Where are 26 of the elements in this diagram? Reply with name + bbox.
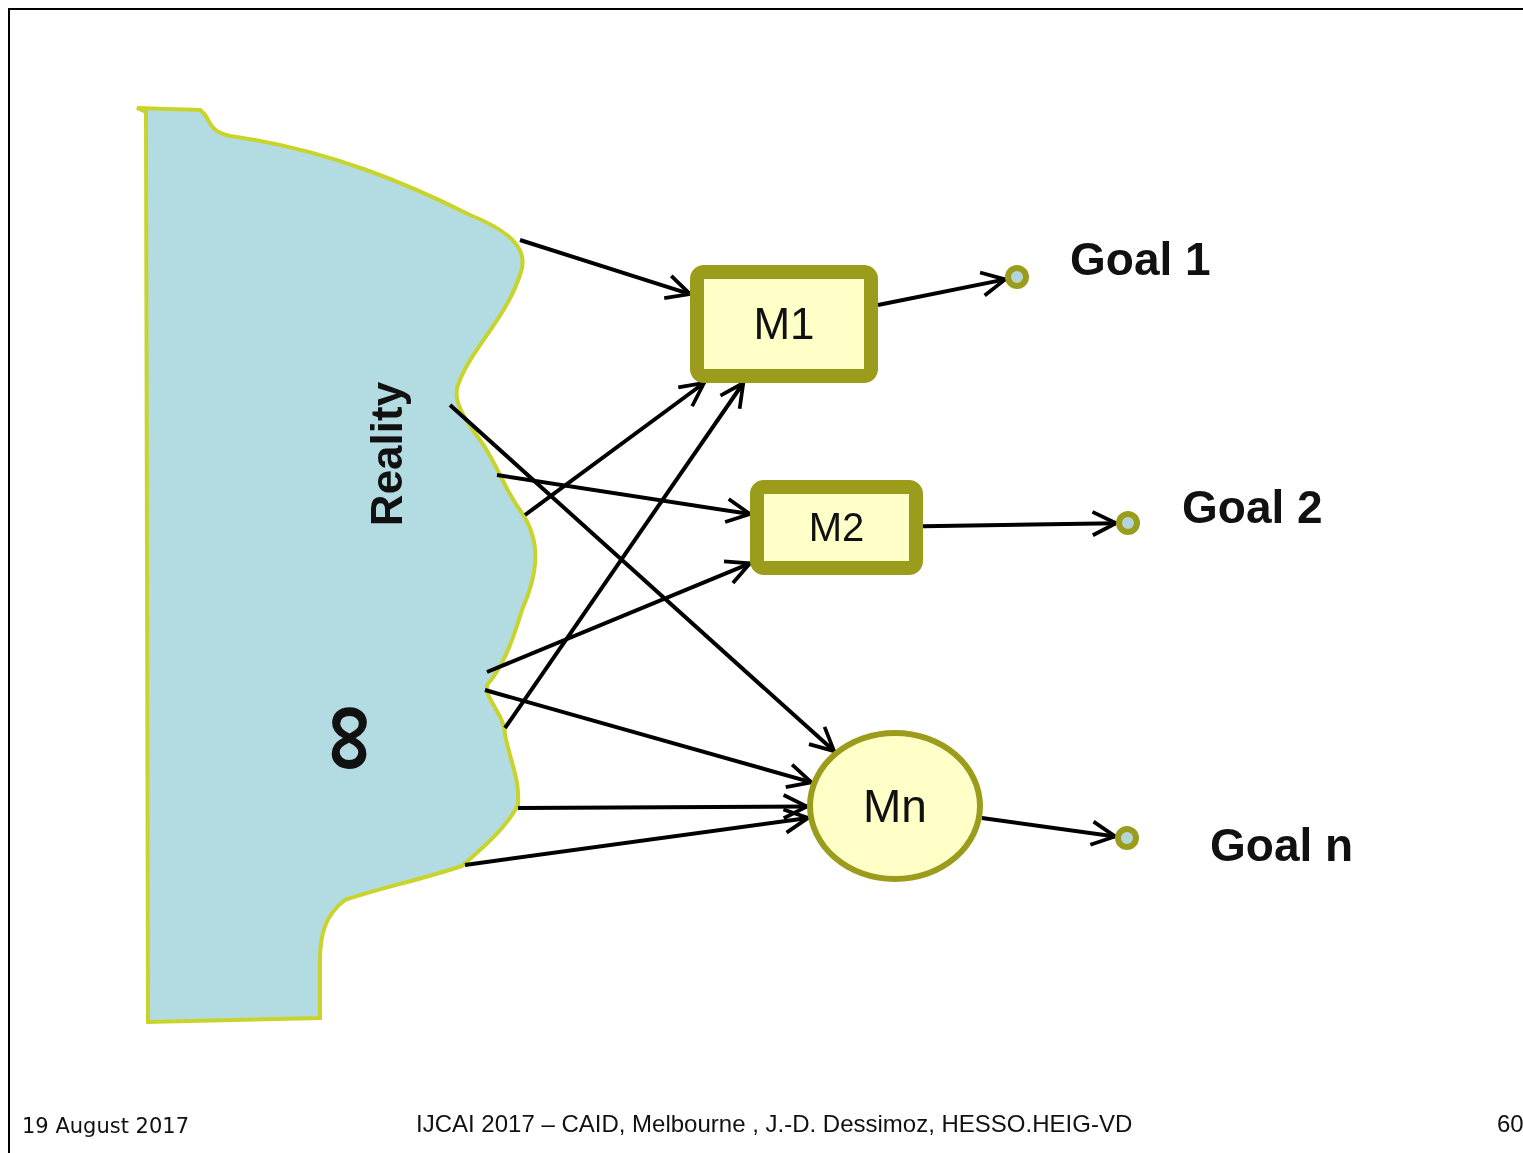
arrow <box>981 816 1117 847</box>
goal-dot <box>1115 826 1139 850</box>
arrow <box>464 807 810 867</box>
reality-label: Reality <box>365 381 410 527</box>
arrow <box>922 510 1118 538</box>
model-box: M1 <box>690 265 878 383</box>
arrow <box>503 381 746 730</box>
model-ellipse: Mn <box>807 730 983 882</box>
goal-label: Goal n <box>1210 818 1354 872</box>
page-number: 60 <box>1497 1110 1523 1138</box>
arrow <box>496 473 752 524</box>
conference-footer: IJCAI 2017 – CAID, Melbourne , J.-D. Dessimoz, HESSO.HEIG-VD <box>416 1110 1133 1138</box>
arrow <box>877 270 1008 307</box>
goal-dot <box>1005 265 1029 289</box>
arrow <box>448 403 836 753</box>
goal-label: Goal 2 <box>1182 480 1323 534</box>
arrow <box>523 381 706 517</box>
model-box: M2 <box>750 480 923 575</box>
goal-label: Goal 1 <box>1070 232 1211 286</box>
goal-dot <box>1116 511 1140 535</box>
arrow <box>484 688 814 790</box>
arrow <box>519 238 692 300</box>
arrow <box>486 559 752 674</box>
date-footer: 19 August 2017 <box>22 1114 189 1138</box>
infinity-symbol: ∞ <box>296 703 393 773</box>
arrow <box>518 793 809 821</box>
